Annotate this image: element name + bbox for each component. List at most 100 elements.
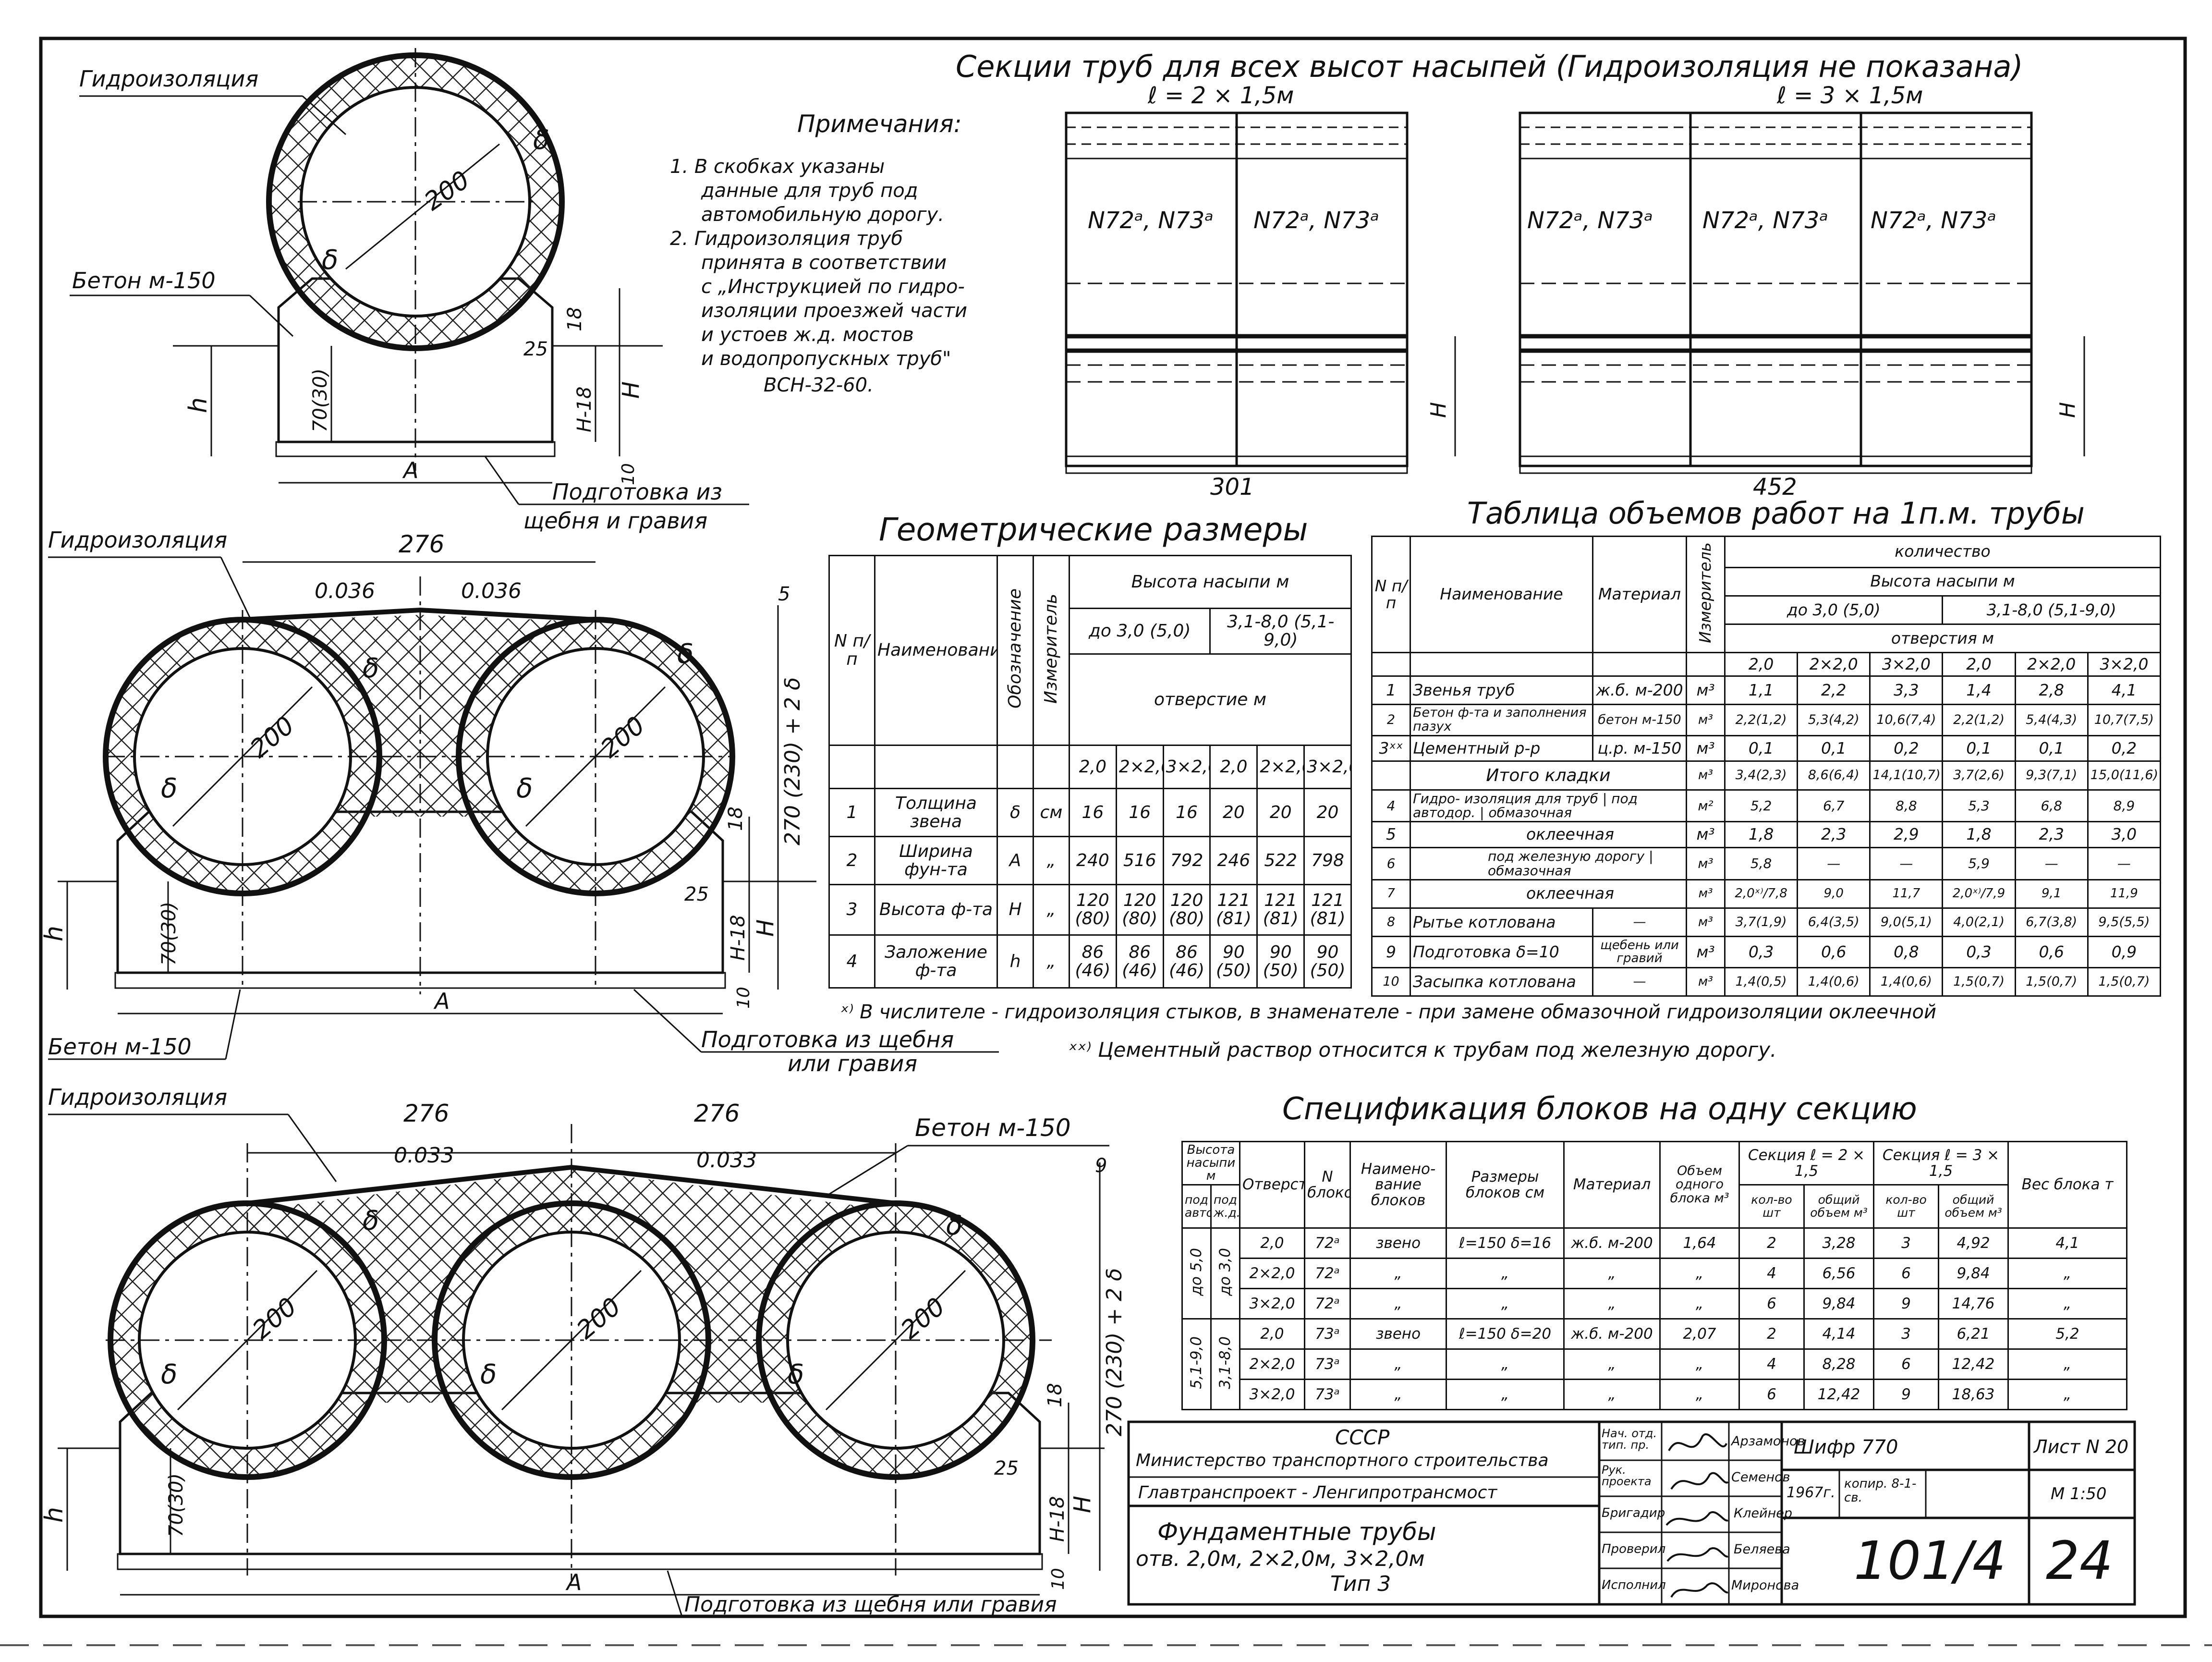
blk-cell: 9 bbox=[1873, 1288, 1940, 1320]
notes-block: Примечания: 1. В скобках указаны данные … bbox=[670, 110, 967, 396]
vol-cell: 6,4(3,5) bbox=[1797, 907, 1871, 938]
vol-cell: 14,1(10,7) bbox=[1869, 760, 1944, 791]
geo-cell: H bbox=[997, 884, 1034, 936]
vol-cell: 2,0ˣ⁾/7,9 bbox=[1942, 879, 2016, 909]
blk-h-height: Высота насыпи м bbox=[1181, 1141, 1241, 1185]
vol-cell: 9,1 bbox=[2014, 879, 2089, 909]
geo-cell: 20 bbox=[1256, 788, 1305, 837]
sec3-dimH18: H-18 bbox=[1046, 1496, 1069, 1542]
blk-cell: 4,14 bbox=[1803, 1318, 1875, 1350]
geo-cell: Высота ф-та bbox=[874, 884, 998, 936]
table-row: 5 оклеечная м³ 1,8 2,3 2,9 1,8 2,3 3,0 bbox=[1371, 821, 2162, 849]
vol-cell: м³ bbox=[1686, 879, 1726, 909]
geo-h-name: Наименование bbox=[874, 555, 998, 746]
blk-cell: 9,84 bbox=[1803, 1288, 1875, 1320]
vol-h-g2: 3,1-8,0 (5,1-9,0) bbox=[1942, 595, 2161, 625]
geo-cell: Толщина звена bbox=[874, 788, 998, 837]
blk-h-name: Наимено- вание блоков bbox=[1349, 1141, 1447, 1229]
blk-cell: „ bbox=[1659, 1258, 1740, 1289]
vol-cell: 1,4(0,5) bbox=[1724, 966, 1799, 997]
vol-empty-b bbox=[1410, 652, 1593, 677]
blk-cell: „ bbox=[1563, 1288, 1661, 1320]
title-stamp bbox=[1127, 1420, 2136, 1606]
geo-cell: 792 bbox=[1162, 836, 1211, 885]
vol-cell: 15,0(11,6) bbox=[2087, 760, 2162, 791]
vol-cell: ц.р. м-150 bbox=[1592, 734, 1687, 762]
geo-h-g2: 3,1-8,0 (5,1-9,0) bbox=[1209, 608, 1352, 655]
blk-cell: 4 bbox=[1738, 1348, 1805, 1380]
geo-empty-d bbox=[1033, 745, 1070, 789]
sec1-dimh: h bbox=[184, 397, 213, 413]
stamp-role: Бригадир bbox=[1602, 1506, 1665, 1520]
sec2-dimH: H bbox=[752, 919, 779, 937]
blk-g1-rail: до 3,0 bbox=[1210, 1227, 1241, 1320]
vol-cell: 6 bbox=[1371, 847, 1411, 880]
blk-cell: ℓ=150 δ=16 bbox=[1446, 1227, 1565, 1259]
sec-label-3x: ℓ = 3 × 1,5м bbox=[1776, 82, 1923, 109]
vol-cell: 4 bbox=[1371, 789, 1411, 823]
vol-cell: Гидро- изоляция для труб | под автодор. … bbox=[1410, 789, 1687, 823]
vol-cell: 1,5(0,7) bbox=[2087, 966, 2162, 997]
blk-g1-rail-text: до 3,0 bbox=[1216, 1247, 1234, 1296]
blk-g1-road-text: до 5,0 bbox=[1188, 1247, 1205, 1296]
vol-cell: 1,5(0,7) bbox=[2014, 966, 2089, 997]
vol-open: 3×2,0 bbox=[1869, 652, 1944, 677]
blk-cell: 2 bbox=[1738, 1227, 1805, 1259]
vol-cell: 2,2 bbox=[1797, 675, 1871, 706]
vol-cell: Итого кладки bbox=[1410, 760, 1687, 791]
vol-cell: 3,7(1,9) bbox=[1724, 907, 1799, 938]
blk-cell: 12,42 bbox=[1803, 1379, 1875, 1410]
blk-cell: „ bbox=[2007, 1379, 2127, 1410]
volumes-table: N п/п Наименование Материал Измеритель к… bbox=[1371, 535, 2162, 997]
vol-cell: — bbox=[1592, 907, 1687, 938]
vol-cell: 8,6(6,4) bbox=[1797, 760, 1871, 791]
table-row: 4 Заложение ф-та h „ 86 (46) 86 (46) 86 … bbox=[828, 934, 1352, 989]
vol-cell: 5,3 bbox=[1942, 789, 2016, 823]
section-double-pipe: Гидроизоляция 276 0.036 0.036 5 270 (230… bbox=[40, 527, 999, 1076]
blk-cell: ж.б. м-200 bbox=[1563, 1227, 1661, 1259]
blk-cell: „ bbox=[1446, 1348, 1565, 1380]
sec1-delta-b: δ bbox=[322, 244, 338, 276]
table-row: 2 Бетон ф-та и заполнения пазух бетон м-… bbox=[1371, 704, 2162, 736]
vol-cell: 10,6(7,4) bbox=[1869, 704, 1944, 736]
vol-cell: м² bbox=[1686, 789, 1726, 823]
geo-cell: 121 (81) bbox=[1303, 884, 1352, 936]
table-row: 3×2,0 73ᵃ „ „ „ „ 6 12,42 9 18,63 „ bbox=[1182, 1379, 2127, 1410]
sec2-dim18: 18 bbox=[725, 807, 747, 831]
sec3-height: 270 (230) + 2 δ bbox=[1102, 1268, 1127, 1436]
blk-h-s1: Секция ℓ = 2 × 1,5 bbox=[1738, 1141, 1875, 1185]
stamp-role: Исполнил bbox=[1602, 1578, 1666, 1592]
blk-h-cnt: кол-во шт bbox=[1873, 1184, 1940, 1229]
blk-cell: 1,64 bbox=[1659, 1227, 1740, 1259]
vol-cell: 5,2 bbox=[1724, 789, 1799, 823]
sec3-dimH: H bbox=[1069, 1496, 1096, 1513]
stamp-year: 1967г. bbox=[1787, 1484, 1835, 1501]
vol-cell: м³ bbox=[1686, 760, 1726, 791]
vol-cell: — bbox=[2014, 847, 2089, 880]
sec1-dim70: 70(30) bbox=[309, 368, 331, 432]
vol-cell: м³ bbox=[1686, 936, 1726, 968]
blk-cell: „ bbox=[1349, 1258, 1447, 1289]
pipe-sections-panel: Секции труб для всех высот насыпей (Гидр… bbox=[956, 49, 2085, 501]
volumes-footnote-1: ˣ⁾ В числителе - гидроизоляция стыков, в… bbox=[840, 1001, 1936, 1023]
vol-cell: 0,1 bbox=[1724, 734, 1799, 762]
vol-cell: 0,1 bbox=[1942, 734, 2016, 762]
geo-h-height: Высота насыпи м bbox=[1069, 555, 1352, 609]
geo-h-open: отверстие м bbox=[1069, 653, 1352, 746]
blk-cell: 4 bbox=[1738, 1258, 1805, 1289]
blk-cell: „ bbox=[1349, 1288, 1447, 1320]
blk-h-vol: Объем одного блока м³ bbox=[1659, 1141, 1740, 1229]
blk-cell: 2,07 bbox=[1659, 1318, 1740, 1350]
blk-h-cnt: кол-во шт bbox=[1738, 1184, 1805, 1229]
vol-h-height: Высота насыпи м bbox=[1724, 566, 2161, 597]
blk-cell: 14,76 bbox=[1938, 1288, 2009, 1320]
blk-cell: 8,28 bbox=[1803, 1348, 1875, 1380]
geometry-table-title: Геометрические размеры bbox=[879, 511, 1308, 548]
sec2-delta-d: δ bbox=[677, 638, 693, 670]
sec3-dim18: 18 bbox=[1044, 1383, 1066, 1407]
geo-h-num: N п/п bbox=[828, 555, 875, 746]
vol-cell: 9,3(7,1) bbox=[2014, 760, 2089, 791]
table-row: 3×2,0 72ᵃ „ „ „ „ 6 9,84 9 14,76 „ bbox=[1182, 1288, 2127, 1320]
vol-cell: 2 bbox=[1371, 704, 1411, 736]
sec3-dim10: 10 bbox=[1048, 1568, 1068, 1590]
